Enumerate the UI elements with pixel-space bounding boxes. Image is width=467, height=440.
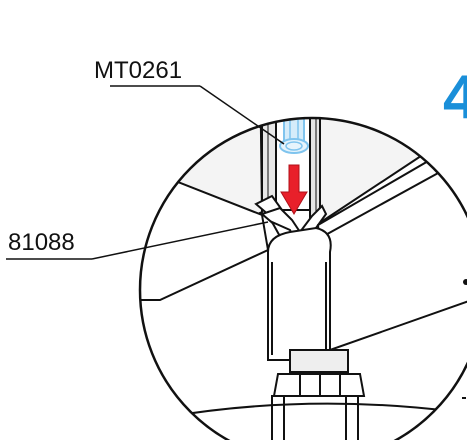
detail-view xyxy=(140,118,467,440)
callout-label-81088: 81088 xyxy=(8,229,75,256)
blue-tube-mt0261 xyxy=(279,118,309,154)
step-number: 4 xyxy=(443,63,467,132)
frame-corner-block xyxy=(140,148,467,361)
callout-label-mt0261: MT0261 xyxy=(94,57,182,84)
insertion-arrow xyxy=(280,164,308,215)
callout-mt0261: MT0261 xyxy=(94,57,285,145)
detail-circle xyxy=(138,116,467,440)
callout-81088: 81088 xyxy=(6,221,269,260)
edge-mark xyxy=(463,279,467,285)
leveling-foot xyxy=(271,349,366,440)
